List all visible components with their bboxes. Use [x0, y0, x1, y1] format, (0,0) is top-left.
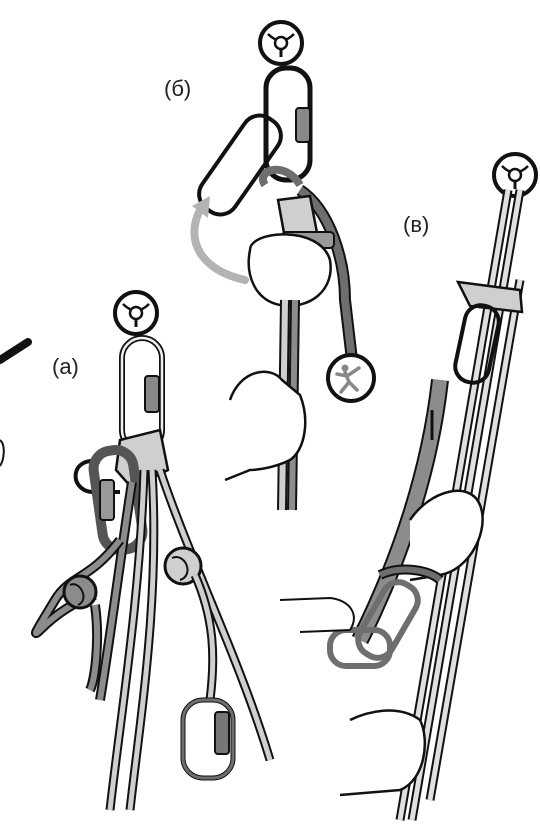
hand-c-left	[280, 598, 354, 632]
rotation-arrow	[194, 210, 245, 280]
hand-b-top	[249, 234, 331, 305]
label-panel-b: (б)	[164, 76, 191, 102]
anchor-a-icon	[115, 292, 157, 334]
panel-b	[192, 22, 374, 510]
panel-a	[0, 292, 270, 810]
climber-icon	[328, 355, 374, 401]
anchor-b-icon	[260, 22, 302, 64]
hand-c-lower	[340, 711, 425, 795]
anchor-c-icon	[494, 154, 536, 196]
label-panel-a: (а)	[52, 354, 79, 380]
label-panel-c: (в)	[403, 212, 429, 238]
